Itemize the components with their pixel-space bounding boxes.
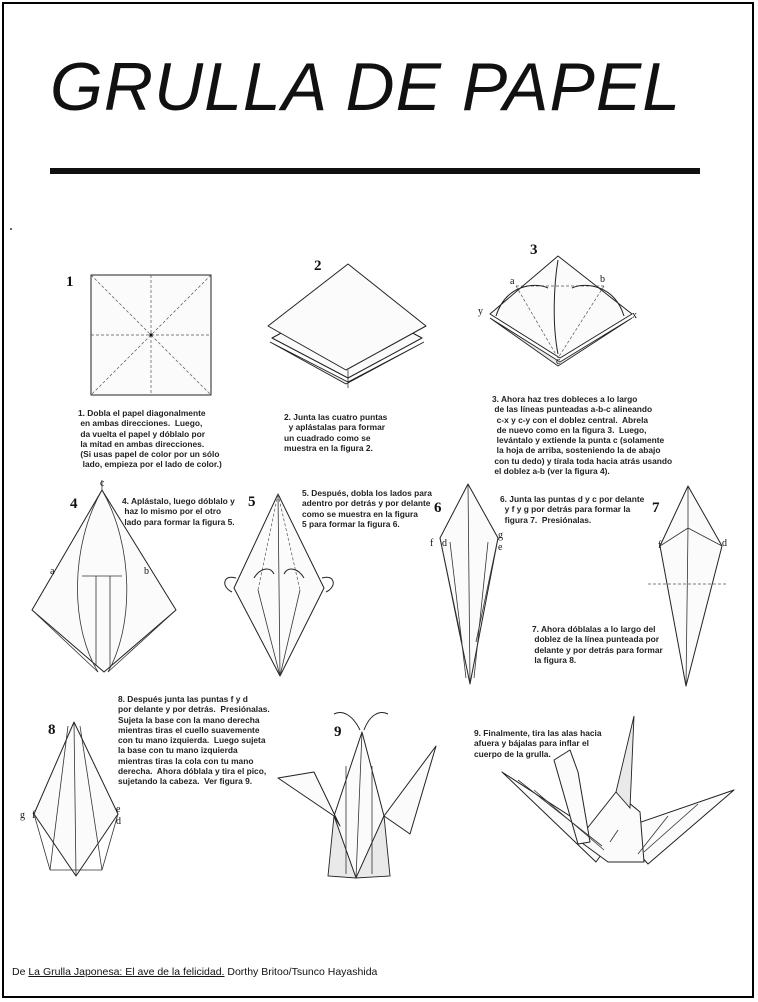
step-9-text: 9. Finalmente, tira las alas hacia afuer…	[474, 728, 602, 759]
step-2-figure	[267, 263, 427, 388]
step-3-text: 3. Ahora haz tres dobleces a lo largo de…	[492, 394, 673, 477]
step-4-label-b: b	[144, 566, 149, 577]
step-5-number: 5	[248, 494, 256, 510]
step-3-label-y: y	[478, 306, 483, 317]
step-8-number: 8	[48, 722, 56, 738]
step-6-figure	[439, 483, 499, 685]
step-7-number: 7	[652, 500, 660, 516]
step-4-text: 4. Aplástalo, luego dóblalo y haz lo mis…	[122, 496, 235, 527]
step-3-label-c: c	[556, 356, 561, 367]
step-4-label-c: c	[100, 478, 105, 489]
source-credit: De La Grulla Japonesa: El ave de la feli…	[12, 966, 377, 978]
step-8-label-d: d	[116, 816, 121, 827]
step-9-number: 9	[334, 724, 342, 740]
step-7-text: 7. Ahora dóblalas a lo largo del doblez …	[532, 624, 663, 665]
step-3-label-a: a	[510, 276, 515, 287]
step-7-figure	[648, 485, 728, 687]
step-7-label-f: f	[658, 540, 662, 551]
step-3-figure	[489, 255, 633, 367]
step-1-number: 1	[66, 274, 74, 290]
step-3-number: 3	[530, 242, 538, 258]
step-8-text: 8. Después junta las puntas f y d por de…	[118, 694, 270, 787]
step-5-figure	[224, 493, 334, 677]
step-1-text: 1. Dobla el papel diagonalmente en ambas…	[78, 408, 222, 470]
step-2-number: 2	[314, 258, 322, 274]
credit-prefix: De	[12, 966, 29, 978]
credit-book-title: La Grulla Japonesa: El ave de la felicid…	[28, 966, 225, 978]
step-6-label-e: e	[498, 542, 503, 553]
page-title: GRULLA DE PAPEL	[50, 49, 682, 125]
step-1-figure	[90, 274, 212, 396]
step-8-label-e: e	[116, 804, 121, 815]
stray-mark	[10, 228, 12, 230]
step-5-text: 5. Después, dobla los lados para adentro…	[302, 488, 432, 529]
final-crane-figure	[501, 715, 735, 865]
step-9-figure	[277, 712, 437, 879]
step-4-figure	[31, 480, 177, 673]
step-6-number: 6	[434, 500, 442, 516]
credit-authors: Dorthy Britoo/Tsunco Hayashida	[224, 966, 378, 978]
step-3-label-x: x	[632, 310, 637, 321]
step-6-label-d: d	[442, 538, 447, 549]
step-8-figure	[33, 721, 119, 877]
step-4-number: 4	[70, 496, 78, 512]
step-8-label-g: g	[20, 810, 25, 821]
title-rule	[50, 168, 700, 174]
step-6-label-g: g	[498, 530, 503, 541]
step-7-label-d: d	[722, 538, 727, 549]
step-3-label-b: b	[600, 274, 605, 285]
step-4-label-a: a	[50, 566, 55, 577]
step-2-text: 2. Junta las cuatro puntas y aplástalas …	[284, 412, 388, 453]
step-8-label-f: f	[32, 810, 36, 821]
step-6-label-f: f	[430, 538, 434, 549]
step-6-text: 6. Junta las puntas d y c por delante y …	[500, 494, 645, 525]
